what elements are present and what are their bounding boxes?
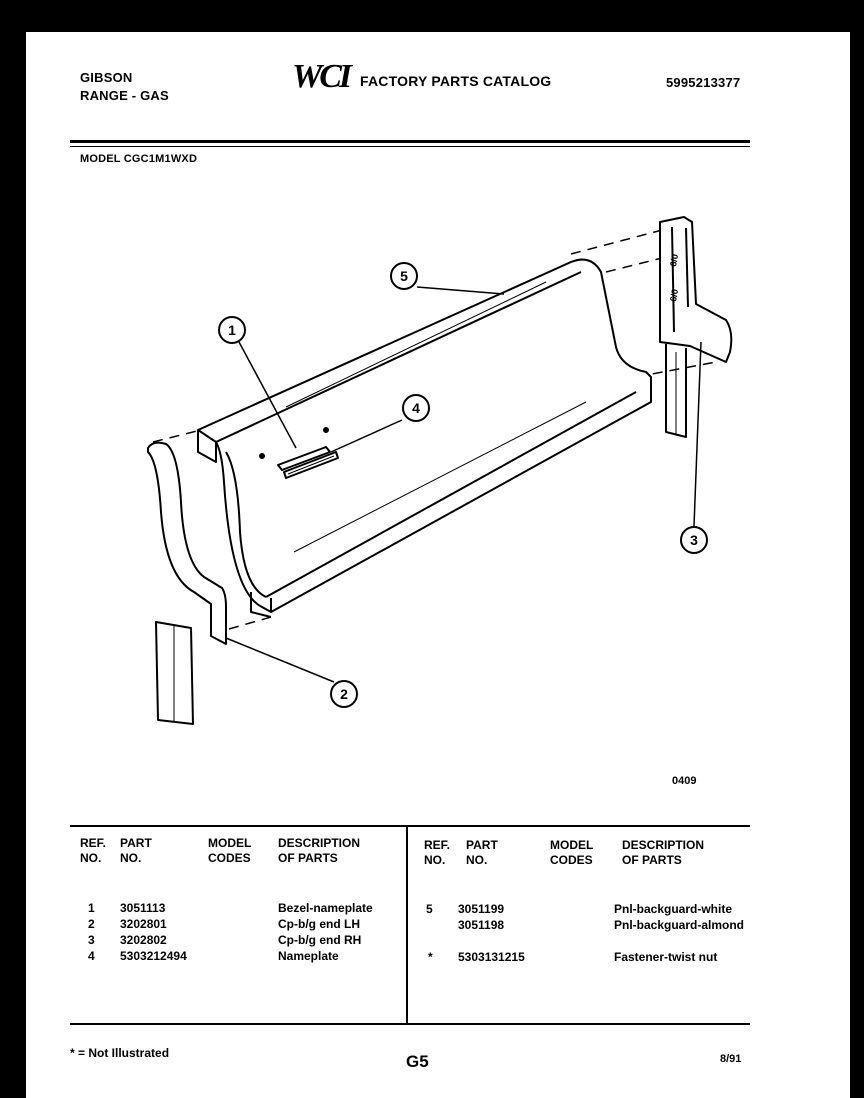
catalog-number: 5995213377 — [666, 75, 741, 90]
col-codes-header-right: MODEL CODES — [550, 838, 594, 867]
end-cap-right: 6/0 6/0 — [659, 216, 733, 438]
table-bottom-rule — [70, 1023, 750, 1025]
callout-2: 2 — [340, 686, 348, 702]
callout-1: 1 — [228, 322, 236, 338]
header-rule-thick — [70, 140, 750, 143]
table-top-rule — [70, 825, 750, 827]
table-divider — [406, 827, 408, 1023]
callout-4: 4 — [412, 400, 420, 416]
col-codes-header-left: MODEL CODES — [208, 836, 252, 865]
col-ref-header-left: REF. NO. — [80, 836, 107, 865]
catalog-date: 8/91 — [720, 1053, 742, 1065]
page-code: G5 — [406, 1052, 429, 1071]
callout-5: 5 — [400, 268, 408, 284]
col-ref-header-right: REF. NO. — [424, 838, 451, 867]
exploded-parts-diagram: 6/0 6/0 — [147, 216, 733, 787]
col-desc-header-right: DESCRIPTION OF PARTS — [622, 838, 705, 867]
callout-3: 3 — [690, 532, 698, 548]
svg-text:6/0: 6/0 — [668, 288, 680, 302]
not-illustrated-note: * = Not Illustrated — [70, 1046, 170, 1060]
nameplate-bezel — [259, 427, 339, 479]
product-type: RANGE - GAS — [80, 88, 169, 103]
backguard-panel — [197, 258, 652, 618]
header-rule-thin — [70, 146, 750, 147]
catalog-title: FACTORY PARTS CATALOG — [360, 73, 552, 89]
col-part-header-right: PART NO. — [466, 838, 498, 867]
leader-lines — [225, 286, 702, 683]
svg-text:6/0: 6/0 — [668, 253, 680, 267]
catalog-page: GIBSON RANGE - GAS WCI FACTORY PARTS CAT… — [26, 32, 850, 1098]
callout-circles — [218, 262, 708, 708]
end-cap-left — [147, 441, 227, 725]
col-part-header-left: PART NO. — [120, 836, 152, 865]
col-desc-header-left: DESCRIPTION OF PARTS — [278, 836, 361, 865]
model-label: MODEL CGC1M1WXD — [80, 153, 198, 165]
brand-name: GIBSON — [80, 70, 133, 85]
wci-logo: WCI — [292, 58, 352, 95]
figure-code: 0409 — [672, 775, 696, 787]
